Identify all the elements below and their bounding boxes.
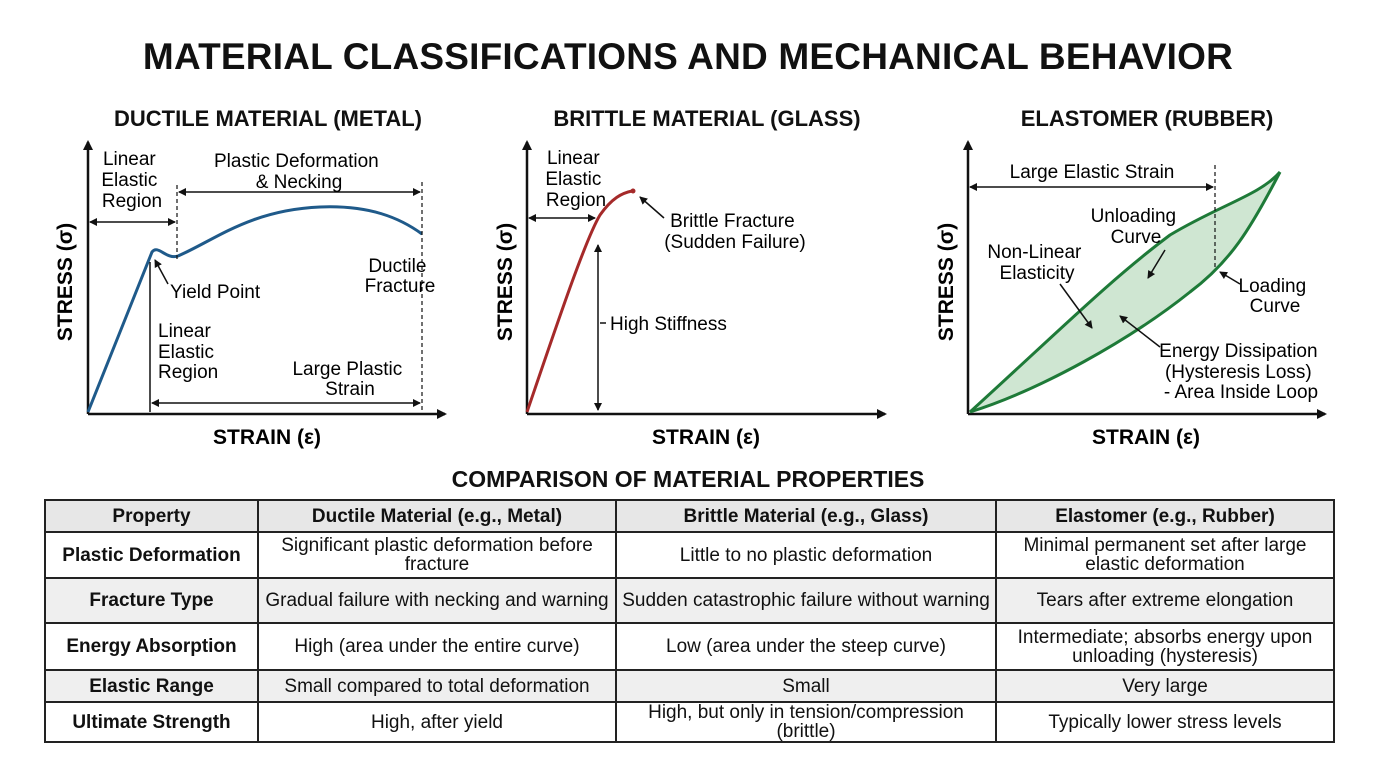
hysteresis-loop-area xyxy=(970,172,1280,412)
table-cell: Significant plastic deformation before f… xyxy=(257,531,617,579)
comparison-table: Property Ductile Material (e.g., Metal) … xyxy=(44,499,1335,743)
table-cell: Low (area under the steep curve) xyxy=(615,622,997,671)
brittle-panel-title: BRITTLE MATERIAL (GLASS) xyxy=(553,106,861,131)
page-title: MATERIAL CLASSIFICATIONS AND MECHANICAL … xyxy=(142,36,1234,77)
ductile-y-label: STRESS (σ) xyxy=(54,223,77,341)
elastomer-panel: STRESS (σ) STRAIN (ε) Large Elastic Stra… xyxy=(935,140,1327,449)
table-header-cell: Property xyxy=(44,499,259,533)
elastomer-large-strain-label: Large Elastic Strain xyxy=(1010,162,1175,183)
table-row: Energy Absorption High (area under the e… xyxy=(44,622,1335,671)
brittle-curve xyxy=(525,189,633,413)
elastomer-loading-curve xyxy=(969,171,1282,414)
brittle-fracture-pointer xyxy=(639,196,665,219)
elastomer-unloading-curve xyxy=(968,171,1282,414)
table-cell: High, but only in tension/compression (b… xyxy=(615,701,997,743)
ductile-panel-title: DUCTILE MATERIAL (METAL) xyxy=(114,106,422,131)
row-property-cell: Ultimate Strength xyxy=(44,701,259,743)
table-cell: Little to no plastic deformation xyxy=(615,531,997,579)
elastomer-nonlinear-label: Non-Linear Elasticity xyxy=(987,242,1086,284)
brittle-fracture-label: Brittle Fracture (Sudden Failure) xyxy=(664,211,806,253)
table-cell: Intermediate; absorbs energy upon unload… xyxy=(995,622,1335,671)
elastomer-loading-label: Loading Curve xyxy=(1239,276,1312,317)
table-cell: Sudden catastrophic failure without warn… xyxy=(615,577,997,624)
ductile-x-label: STRAIN (ε) xyxy=(213,426,321,449)
row-property-cell: Plastic Deformation xyxy=(44,531,259,579)
ductile-yield-pointer xyxy=(154,259,169,285)
table-cell: High, after yield xyxy=(257,701,617,743)
ductile-linear-region-bottom-label: Linear Elastic Region xyxy=(158,321,219,383)
table-cell: Small compared to total deformation xyxy=(257,669,617,703)
table-header-row: Property Ductile Material (e.g., Metal) … xyxy=(44,499,1335,533)
row-property-cell: Fracture Type xyxy=(44,577,259,624)
table-cell: Small xyxy=(615,669,997,703)
ductile-yield-label: Yield Point xyxy=(170,282,261,303)
table-cell: Typically lower stress levels xyxy=(995,701,1335,743)
elastomer-unloading-pointer xyxy=(1147,249,1166,279)
table-row: Fracture Type Gradual failure with necki… xyxy=(44,577,1335,624)
brittle-x-label: STRAIN (ε) xyxy=(652,426,760,449)
table-cell: Minimal permanent set after large elasti… xyxy=(995,531,1335,579)
ductile-linear-region-top-label: Linear Elastic Region xyxy=(101,149,162,212)
table-cell: High (area under the entire curve) xyxy=(257,622,617,671)
brittle-y-label: STRESS (σ) xyxy=(494,223,517,341)
elastomer-loading-pointer xyxy=(1219,271,1241,285)
elastomer-unloading-label: Unloading Curve xyxy=(1091,206,1182,248)
ductile-plastic-label: Plastic Deformation & Necking xyxy=(214,151,384,193)
brittle-panel: STRESS (σ) STRAIN (ε) Linear Elastic Reg… xyxy=(494,140,887,449)
brittle-fracture-point xyxy=(630,188,636,194)
brittle-linear-region-label: Linear Elastic Region xyxy=(545,148,606,211)
ductile-large-plastic-label: Large Plastic Strain xyxy=(292,359,407,400)
elastomer-panel-title: ELASTOMER (RUBBER) xyxy=(1020,106,1274,131)
table-row: Ultimate Strength High, after yield High… xyxy=(44,701,1335,743)
table-cell: Tears after extreme elongation xyxy=(995,577,1335,624)
table-header-cell: Brittle Material (e.g., Glass) xyxy=(615,499,997,533)
table-cell: Gradual failure with necking and warning xyxy=(257,577,617,624)
elastomer-x-label: STRAIN (ε) xyxy=(1092,426,1200,449)
table-row: Elastic Range Small compared to total de… xyxy=(44,669,1335,703)
ductile-curve xyxy=(86,205,423,413)
table-title: COMPARISON OF MATERIAL PROPERTIES xyxy=(451,466,925,492)
stress-strain-diagrams: STRESS (σ) STRAIN (ε) Linear Elastic Reg… xyxy=(54,140,1327,449)
brittle-stiffness-label: High Stiffness xyxy=(610,314,727,335)
elastomer-energy-pointer xyxy=(1119,315,1161,348)
table-row: Plastic Deformation Significant plastic … xyxy=(44,531,1335,579)
table-header-cell: Elastomer (e.g., Rubber) xyxy=(995,499,1335,533)
ductile-panel: STRESS (σ) STRAIN (ε) Linear Elastic Reg… xyxy=(54,140,447,449)
ductile-fracture-label: Ductile Fracture xyxy=(365,256,436,297)
elastomer-energy-label: Energy Dissipation (Hysteresis Loss) - A… xyxy=(1159,341,1323,403)
table-header-cell: Ductile Material (e.g., Metal) xyxy=(257,499,617,533)
row-property-cell: Elastic Range xyxy=(44,669,259,703)
row-property-cell: Energy Absorption xyxy=(44,622,259,671)
table-cell: Very large xyxy=(995,669,1335,703)
elastomer-nonlinear-pointer xyxy=(1059,283,1093,329)
elastomer-y-label: STRESS (σ) xyxy=(935,223,958,341)
